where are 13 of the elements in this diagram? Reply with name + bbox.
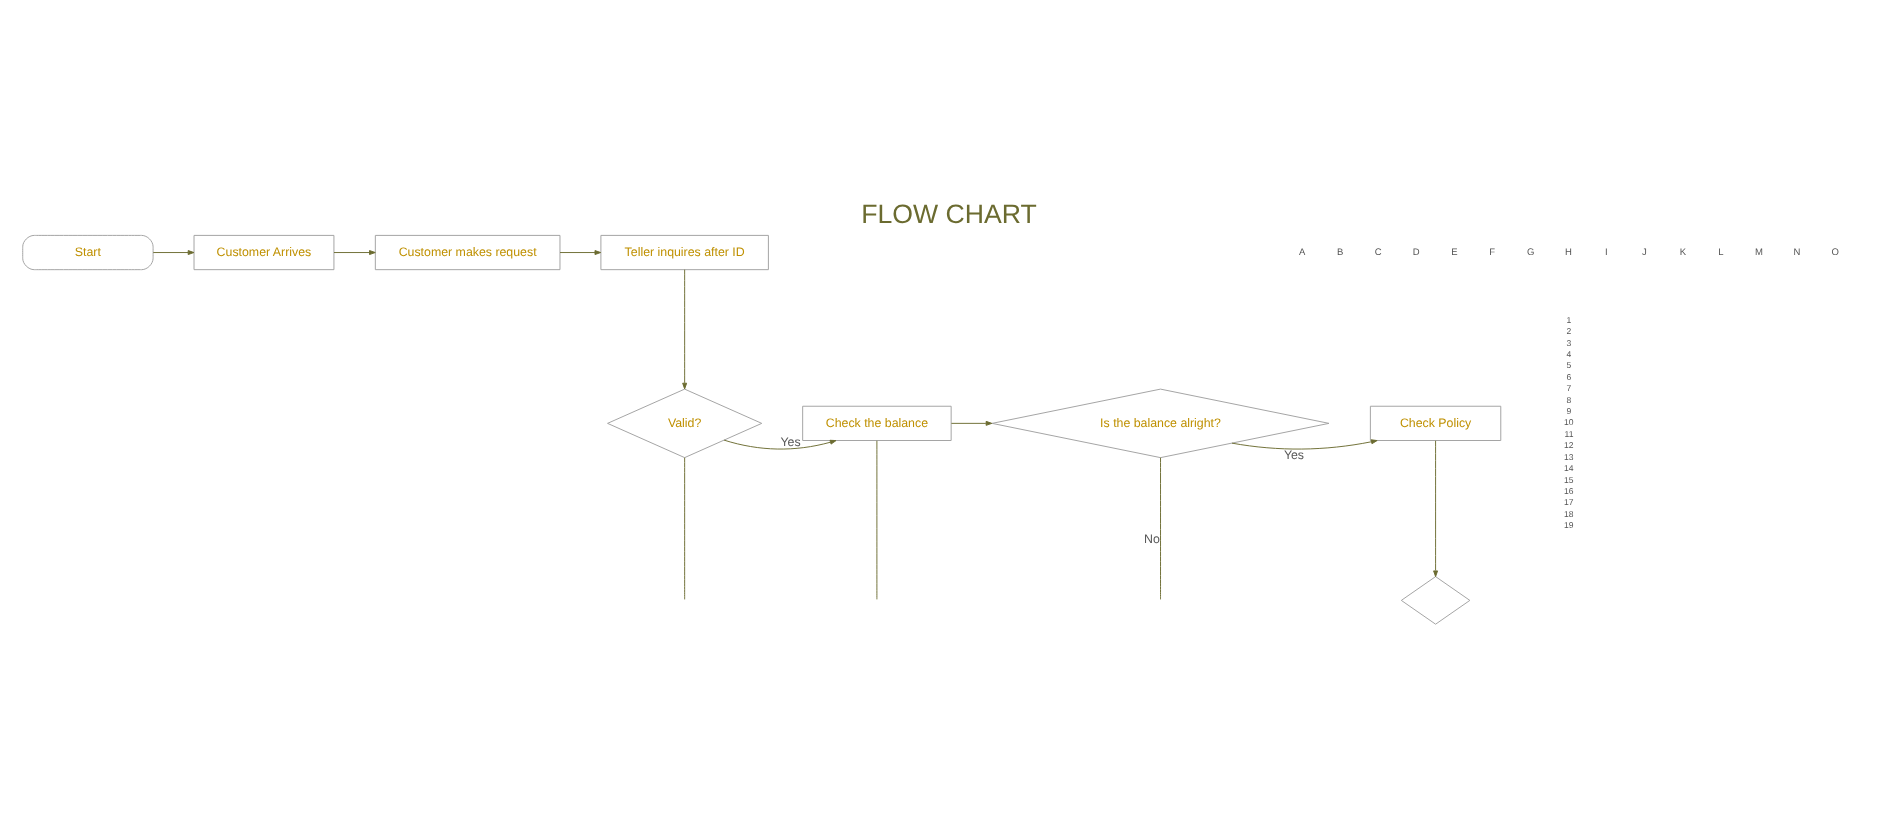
arrow xyxy=(333,250,376,255)
node-diamond xyxy=(1400,576,1471,625)
arrow xyxy=(152,250,195,255)
diagram-title: FLOW CHART xyxy=(861,198,1037,229)
arrow xyxy=(950,420,993,426)
connector xyxy=(876,440,878,600)
arrow xyxy=(1433,440,1439,578)
arrow xyxy=(1231,439,1378,450)
arrow xyxy=(559,250,602,255)
connector xyxy=(1160,457,1161,600)
connector xyxy=(684,457,686,600)
arrow xyxy=(682,269,688,390)
arrow xyxy=(723,439,837,450)
